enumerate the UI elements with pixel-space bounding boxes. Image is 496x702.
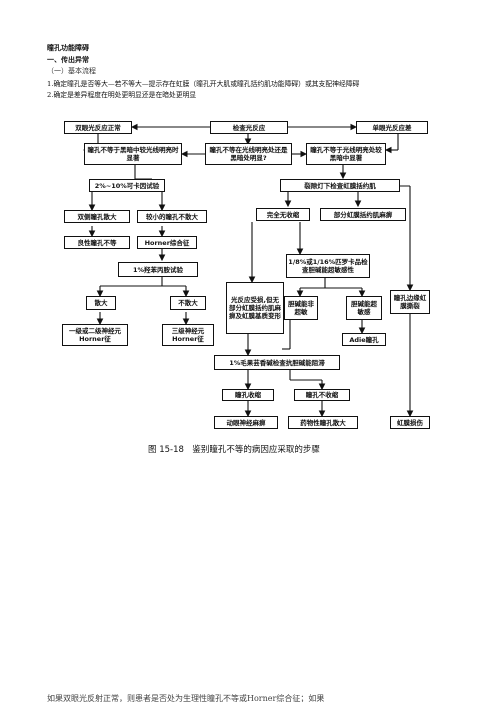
box-first-second-order-horner: 一级或二级神经元Horner征 — [62, 324, 128, 346]
box-dark-greater: 瞳孔不等于黑暗中较光线明亮时显著 — [84, 143, 182, 165]
box-pharmacologic-mydriasis: 药物性瞳孔散大 — [288, 416, 358, 429]
doc-title: 瞳孔功能障碍 — [47, 44, 89, 52]
box-cholinergic-non-hypersensitive: 胆碱能非超敏 — [284, 296, 318, 320]
figure-caption: 图 15-18 鉴别瞳孔不等的病因应采取的步骤 — [148, 445, 320, 455]
box-cholinergic-hypersensitive: 胆碱能超敏感 — [346, 296, 382, 320]
box-check-light-reflex: 检查光反应 — [210, 121, 288, 134]
box-pupil-constricts: 瞳孔收缩 — [222, 389, 274, 401]
box-impaired-no-palsy: 光反应受损,但无部分虹膜括约肌麻痹及虹膜基质变形 — [226, 282, 284, 334]
box-bright-greater: 瞳孔不等于光线明亮处较黑暗中显著 — [306, 143, 386, 165]
box-no-constriction: 完全无收缩 — [256, 208, 310, 221]
box-hydroxyamphetamine-test: 1%羟苯丙胺试验 — [118, 262, 198, 277]
box-not-dilate: 不散大 — [170, 296, 206, 310]
box-both-light-normal: 双眼光反应正常 — [64, 121, 132, 134]
box-benign-anisocoria: 良性瞳孔不等 — [64, 236, 130, 249]
box-partial-sphincter-palsy: 部分虹膜括约肌麻痹 — [320, 208, 406, 221]
step-1-text: 1.确定瞳孔是否等大—若不等大—提示存在虹膜（瞳孔开大肌或瞳孔括约肌功能障碍）或… — [47, 80, 360, 88]
box-pupil-no-constrict: 瞳孔不收缩 — [294, 389, 350, 401]
box-question-bright-or-dark: 瞳孔不等在光线明亮处还是黑暗处明显? — [205, 143, 292, 165]
box-pilocarpine-1pct: 1%毛果芸香碱检查抗胆碱能阻滞 — [214, 355, 340, 370]
box-iris-tear: 瞳孔边缘虹膜撕裂 — [390, 290, 430, 314]
box-horner-syndrome: Horner综合征 — [137, 236, 197, 249]
box-smaller-no-dilate: 较小的瞳孔不散大 — [137, 210, 207, 223]
box-iris-damage: 虹膜损伤 — [390, 416, 430, 429]
box-dilate: 散大 — [86, 296, 116, 310]
box-cocaine-test: 2%~10%可卡因试验 — [89, 179, 165, 192]
box-one-eye-light-poor: 单眼光反应差 — [356, 121, 428, 134]
box-adie-pupil: Adie瞳孔 — [342, 333, 386, 346]
cut-off-text-line: 如果双眼光反射正常，则患者是否处为生理性瞳孔不等或Horner综合征；如果 — [47, 694, 325, 702]
box-third-order-horner: 三级神经元Horner征 — [162, 324, 214, 346]
section-heading: 一、传出异常 — [47, 56, 89, 64]
box-slit-lamp-sphincter: 裂隙灯下检查虹膜括约肌 — [280, 179, 400, 192]
box-both-dilate: 双侧瞳孔散大 — [64, 210, 130, 223]
box-pilocarpine-test: 1/8%或1/16%匹罗卡品检查胆碱能超敏感性 — [286, 254, 370, 278]
step-2-text: 2.确定是差异程度在明处更明显还是在暗处更明显 — [47, 91, 197, 99]
subsection-heading: （一）基本流程 — [47, 67, 96, 75]
box-oculomotor-palsy: 动眼神经麻痹 — [214, 416, 278, 429]
